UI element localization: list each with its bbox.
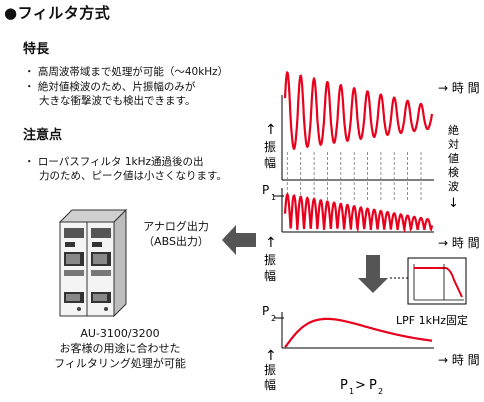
caution-item-1-cont: 力のため、ピーク値は小さくなります。: [39, 170, 227, 182]
compare-p2: P: [369, 378, 377, 393]
cautions-heading: 注意点: [23, 128, 63, 143]
lpf-waveform: [284, 317, 433, 348]
device-model: AU-3100/3200: [80, 327, 160, 340]
amp-label-3b: 幅: [264, 377, 276, 392]
compare-p1: P: [340, 378, 348, 393]
raw-waveform: [283, 70, 434, 150]
amp-arrow-3: ↑: [265, 348, 277, 364]
detect-char-5: 波: [448, 180, 459, 193]
feature-item-2: ・ 絶対値検波のため、片振幅のみが: [24, 81, 196, 93]
caution-item-1: ・ ローパスフィルタ 1kHz通過後の出: [24, 156, 204, 168]
output-arrow-icon: [222, 225, 256, 255]
detect-char-1: 絶: [448, 123, 459, 137]
device-caption-1: お客様の用途に合わせた: [59, 342, 181, 355]
compare-p1-sub: 1: [349, 387, 354, 396]
down-arrow-icon: [358, 255, 388, 293]
p2-subscript: 2: [271, 314, 276, 323]
abs-waveform: [283, 192, 434, 234]
amp-label-3a: 振: [264, 363, 276, 377]
lpf-response-curve: [414, 267, 463, 298]
device-caption-2: フィルタリング処理が可能: [54, 357, 186, 370]
p2-label: P: [262, 304, 269, 318]
features-heading: 特長: [23, 42, 50, 57]
detect-arrow-icon: ↓: [448, 196, 459, 211]
page-title: ●フィルタ方式: [4, 4, 111, 22]
amp-label-2a: 振: [264, 253, 276, 267]
p1-subscript: 1: [271, 193, 276, 202]
controller-device-illustration: [58, 208, 128, 318]
time-label-3: → 時 間: [438, 353, 480, 367]
time-label-2: → 時 間: [438, 236, 480, 250]
amp-label-1b: 幅: [264, 155, 276, 170]
sampling-dashed-lines: [286, 152, 422, 200]
waveform-diagram: → 時 間 ↑ 振 幅 絶 対 値 検 波 ↓ P 1 → 時 間 ↑ 振 幅 …: [262, 70, 480, 396]
amp-label-1a: 振: [264, 140, 276, 154]
time-label-1: → 時 間: [438, 81, 480, 95]
feature-item-1: ・ 高周波帯域まで処理が可能（～40kHz）: [24, 66, 229, 78]
feature-item-2-cont: 大きな衝撃波でも検出できます。: [39, 95, 196, 107]
amp-arrow-1: ↑: [265, 122, 277, 138]
lpf-label: LPF 1kHz固定: [396, 313, 468, 327]
compare-p2-sub: 2: [378, 387, 383, 396]
abs-output-label: （ABS出力）: [143, 235, 209, 248]
detect-char-3: 値: [448, 152, 459, 165]
lpf-response-box: [407, 257, 467, 305]
compare-operator: >: [355, 378, 366, 393]
amp-label-2b: 幅: [264, 268, 276, 283]
amp-arrow-2: ↑: [265, 235, 277, 251]
detect-char-4: 検: [448, 165, 459, 179]
detect-char-2: 対: [448, 137, 459, 151]
analog-output-label: アナログ出力: [143, 220, 209, 233]
p1-label: P: [262, 183, 269, 197]
